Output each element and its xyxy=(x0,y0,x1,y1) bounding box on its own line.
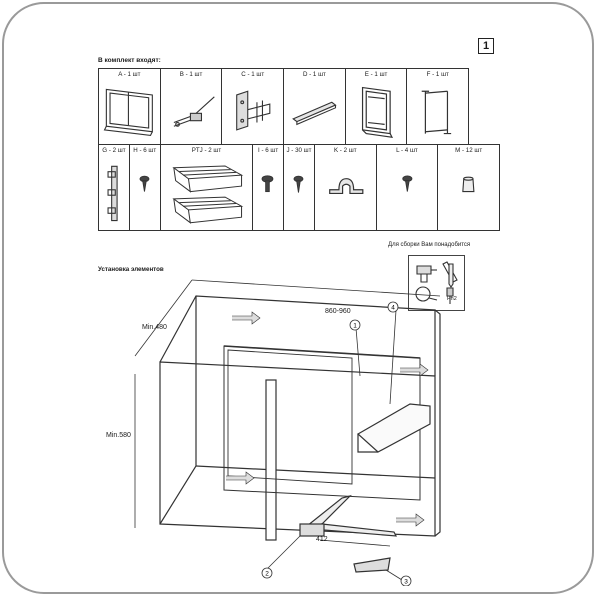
part-label: L - 4 шт xyxy=(396,147,418,154)
clip-icon xyxy=(315,155,376,230)
part-cell-e: E - 1 шт xyxy=(344,68,408,145)
part-label: J - 30 шт xyxy=(286,147,312,154)
screwdriver-icon xyxy=(446,287,454,304)
part-cell-j: J - 30 шт xyxy=(283,144,315,231)
drill-icon xyxy=(416,265,437,283)
svg-text:2: 2 xyxy=(265,571,269,578)
assembly-title: Установка элементов xyxy=(98,266,164,273)
frame-icon xyxy=(99,79,160,144)
tape-icon xyxy=(415,286,438,302)
part-label: K - 2 шт xyxy=(333,147,357,154)
cap-icon xyxy=(438,155,499,230)
part-cell-ptj: PTJ - 2 шт xyxy=(159,144,254,231)
tools-title: Для сборки Вам понадобится xyxy=(388,242,471,248)
hinge-icon xyxy=(99,155,129,230)
box-frame-icon xyxy=(346,79,407,144)
tools-box xyxy=(408,255,465,311)
pencil-icon xyxy=(448,263,454,288)
part-cell-d: D - 1 шт xyxy=(283,68,346,145)
svg-text:1: 1 xyxy=(353,323,357,330)
lever-icon xyxy=(161,79,222,144)
part-label: D - 1 шт xyxy=(302,71,326,78)
callout-4: 4 xyxy=(387,301,399,313)
width-dimension: 860-960 xyxy=(325,308,351,315)
part-label: PTJ - 2 шт xyxy=(191,147,222,154)
cabinet-svg: 1 4 2 3 xyxy=(134,279,441,587)
screw-icon xyxy=(130,155,160,230)
depth-dimension: Min.480 xyxy=(142,324,167,331)
svg-text:4: 4 xyxy=(391,305,395,312)
svg-text:3: 3 xyxy=(404,579,408,586)
part-cell-f: F - 1 шт xyxy=(406,68,470,145)
part-cell-b: B - 1 шт xyxy=(159,68,223,145)
cabinet-diagram: 1 4 2 3 860-960 Min.480 Min.580 412 xyxy=(100,274,500,587)
page-number: 1 xyxy=(478,38,494,54)
part-cell-i: I - 6 шт xyxy=(252,144,285,231)
part-label: A - 1 шт xyxy=(118,71,141,78)
callout-1: 1 xyxy=(349,319,361,331)
lever-dimension: 412 xyxy=(316,536,328,543)
part-cell-a: A - 1 шт xyxy=(98,68,161,145)
part-label: B - 1 шт xyxy=(179,71,203,78)
part-label: I - 6 шт xyxy=(258,147,279,154)
bracket-icon xyxy=(222,79,283,144)
screw-icon xyxy=(284,155,314,230)
ph2-label: Ph2 xyxy=(447,296,457,302)
part-cell-c: C - 1 шт xyxy=(221,68,285,145)
callout-2: 2 xyxy=(261,567,273,579)
part-cell-m: M - 12 шт xyxy=(437,144,500,231)
part-cell-l: L - 4 шт xyxy=(375,144,439,231)
part-label: H - 6 шт xyxy=(133,147,157,154)
part-cell-k: K - 2 шт xyxy=(313,144,377,231)
screw-icon xyxy=(377,155,438,230)
basket-icon xyxy=(161,155,253,230)
part-label: F - 1 шт xyxy=(426,71,449,78)
cabinet-front-top xyxy=(159,361,436,537)
bar-icon xyxy=(284,79,345,144)
part-label: C - 1 шт xyxy=(241,71,265,78)
screw-icon xyxy=(253,155,283,230)
part-cell-g: G - 2 шт xyxy=(98,144,130,231)
rail-icon xyxy=(407,79,468,144)
part-label: G - 2 шт xyxy=(102,147,126,154)
page-frame xyxy=(2,2,594,594)
part-label: M - 12 шт xyxy=(455,147,483,154)
callout-3: 3 xyxy=(400,575,412,587)
height-dimension: Min.580 xyxy=(106,432,131,439)
part-cell-h: H - 6 шт xyxy=(128,144,161,231)
parts-table: A - 1 шт B - 1 шт C - 1 шт xyxy=(98,68,500,231)
part-label: E - 1 шт xyxy=(364,71,388,78)
kit-title: В комплект входят: xyxy=(98,57,161,64)
